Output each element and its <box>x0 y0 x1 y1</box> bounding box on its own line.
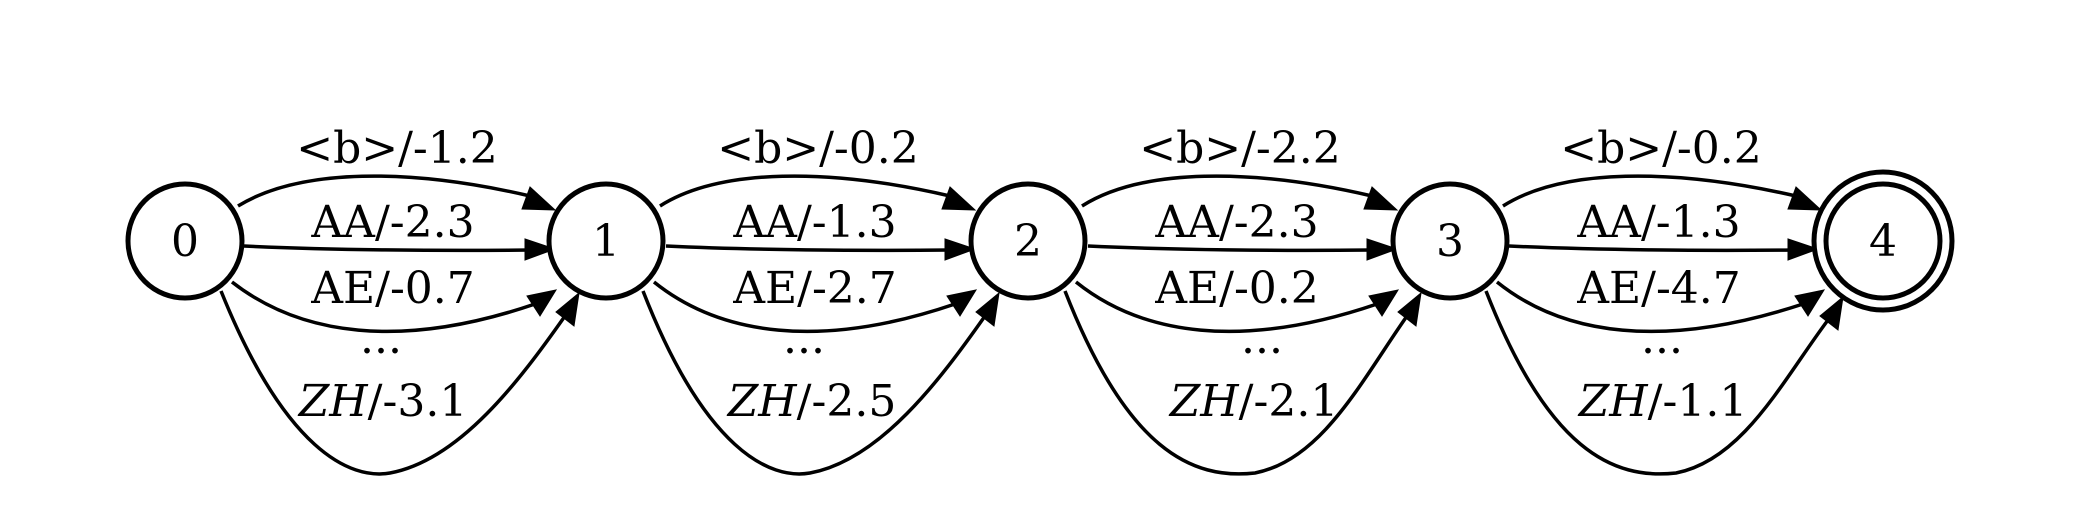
arrowhead-1-2-b <box>941 186 977 211</box>
edge-3-4-aa <box>1508 244 1794 253</box>
edge-3-4-ae <box>1495 280 1804 334</box>
state-0-label: 0 <box>171 216 199 267</box>
arrowhead-1-2-ae <box>946 289 978 317</box>
state-4-inner-circle <box>1823 181 1943 301</box>
edge-0-1-b <box>237 174 531 208</box>
label-0-1-zh: ZH/-3.1 <box>297 376 468 427</box>
arrowhead-2-3-b <box>1363 186 1399 211</box>
edge-0-1-aa <box>243 244 531 253</box>
label-3-4-zh-symbol: ZH <box>1577 376 1650 427</box>
label-1-2-zh: ZH/-2.5 <box>726 376 897 427</box>
label-1-2-ae: AE/-2.7 <box>732 263 897 314</box>
edge-3-4-zh <box>1484 290 1830 476</box>
label-3-4-ae: AE/-4.7 <box>1576 263 1741 314</box>
edge-2-3-b <box>1081 174 1373 208</box>
state-0: 0 <box>125 181 245 301</box>
arrowhead-3-4-b <box>1787 186 1823 211</box>
arrowhead-3-4-aa <box>1787 238 1820 261</box>
edge-1-2-ae <box>652 280 956 334</box>
state-3-circle <box>1390 181 1510 301</box>
transition-2-3: <b>/-2.2 AA/-2.3 AE/-0.2 ... ZH/-2.1 <box>1063 123 1422 476</box>
label-1-2-b: <b>/-0.2 <box>717 123 919 174</box>
arrowhead-2-3-aa <box>1366 238 1399 261</box>
edge-1-2-zh <box>641 290 987 476</box>
label-3-4-b: <b>/-0.2 <box>1560 123 1762 174</box>
label-3-4-dots: ... <box>1641 313 1683 364</box>
arrowhead-1-2-aa <box>944 238 977 261</box>
arrowhead-2-3-zh <box>1397 291 1422 327</box>
edge-3-4-b <box>1502 174 1797 208</box>
state-1-circle <box>546 181 666 301</box>
edge-1-2-aa <box>665 244 951 253</box>
state-2: 2 <box>968 181 1088 301</box>
label-3-4-aa: AA/-1.3 <box>1576 197 1740 248</box>
arrowhead-0-1-zh <box>555 291 580 327</box>
transition-0-1: <b>/-1.2 AA/-2.3 AE/-0.7 ... ZH/-3.1 <box>219 123 580 476</box>
arrowhead-0-1-ae <box>526 289 558 317</box>
edge-2-3-aa <box>1087 244 1373 253</box>
transition-3-4: <b>/-0.2 AA/-1.3 AE/-4.7 ... ZH/-1.1 <box>1484 123 1844 476</box>
state-3-label: 3 <box>1436 216 1464 267</box>
label-0-1-zh-symbol: ZH <box>297 376 370 427</box>
label-0-1-ae: AE/-0.7 <box>310 263 475 314</box>
label-2-3-zh: ZH/-2.1 <box>1168 376 1339 427</box>
state-4-final: 4 <box>1811 169 1955 313</box>
edge-2-3-zh <box>1063 290 1409 476</box>
label-2-3-zh-symbol: ZH <box>1168 376 1241 427</box>
arrowhead-3-4-ae <box>1794 289 1826 317</box>
label-2-3-dots: ... <box>1241 313 1283 364</box>
label-0-1-zh-weight: /-3.1 <box>368 376 468 427</box>
state-1-label: 1 <box>592 216 620 267</box>
edge-1-2-b <box>659 174 951 208</box>
arrowhead-0-1-aa <box>524 238 557 261</box>
edge-2-3-ae <box>1074 280 1378 334</box>
arrowhead-3-4-zh <box>1819 295 1844 331</box>
label-0-1-aa: AA/-2.3 <box>310 197 474 248</box>
edge-0-1-ae <box>230 280 536 334</box>
label-1-2-zh-symbol: ZH <box>726 376 799 427</box>
state-2-circle <box>968 181 1088 301</box>
label-3-4-zh: ZH/-1.1 <box>1577 376 1748 427</box>
label-3-4-zh-weight: /-1.1 <box>1648 376 1748 427</box>
state-0-circle <box>125 181 245 301</box>
label-2-3-ae: AE/-0.2 <box>1154 263 1319 314</box>
label-0-1-dots: ... <box>360 313 402 364</box>
arrowhead-2-3-ae <box>1368 289 1400 317</box>
state-2-label: 2 <box>1014 216 1042 267</box>
arrowhead-1-2-zh <box>975 291 1000 327</box>
label-2-3-zh-weight: /-2.1 <box>1239 376 1339 427</box>
label-1-2-aa: AA/-1.3 <box>732 197 896 248</box>
label-2-3-b: <b>/-2.2 <box>1139 123 1341 174</box>
label-1-2-zh-weight: /-2.5 <box>797 376 897 427</box>
label-1-2-dots: ... <box>783 313 825 364</box>
state-1: 1 <box>546 181 666 301</box>
transition-1-2: <b>/-0.2 AA/-1.3 AE/-2.7 ... ZH/-2.5 <box>641 123 1000 476</box>
state-3: 3 <box>1390 181 1510 301</box>
label-0-1-b: <b>/-1.2 <box>296 123 498 174</box>
state-4-label: 4 <box>1869 216 1897 267</box>
label-2-3-aa: AA/-2.3 <box>1154 197 1318 248</box>
arrowhead-0-1-b <box>521 186 557 211</box>
edge-0-1-zh <box>219 290 567 476</box>
